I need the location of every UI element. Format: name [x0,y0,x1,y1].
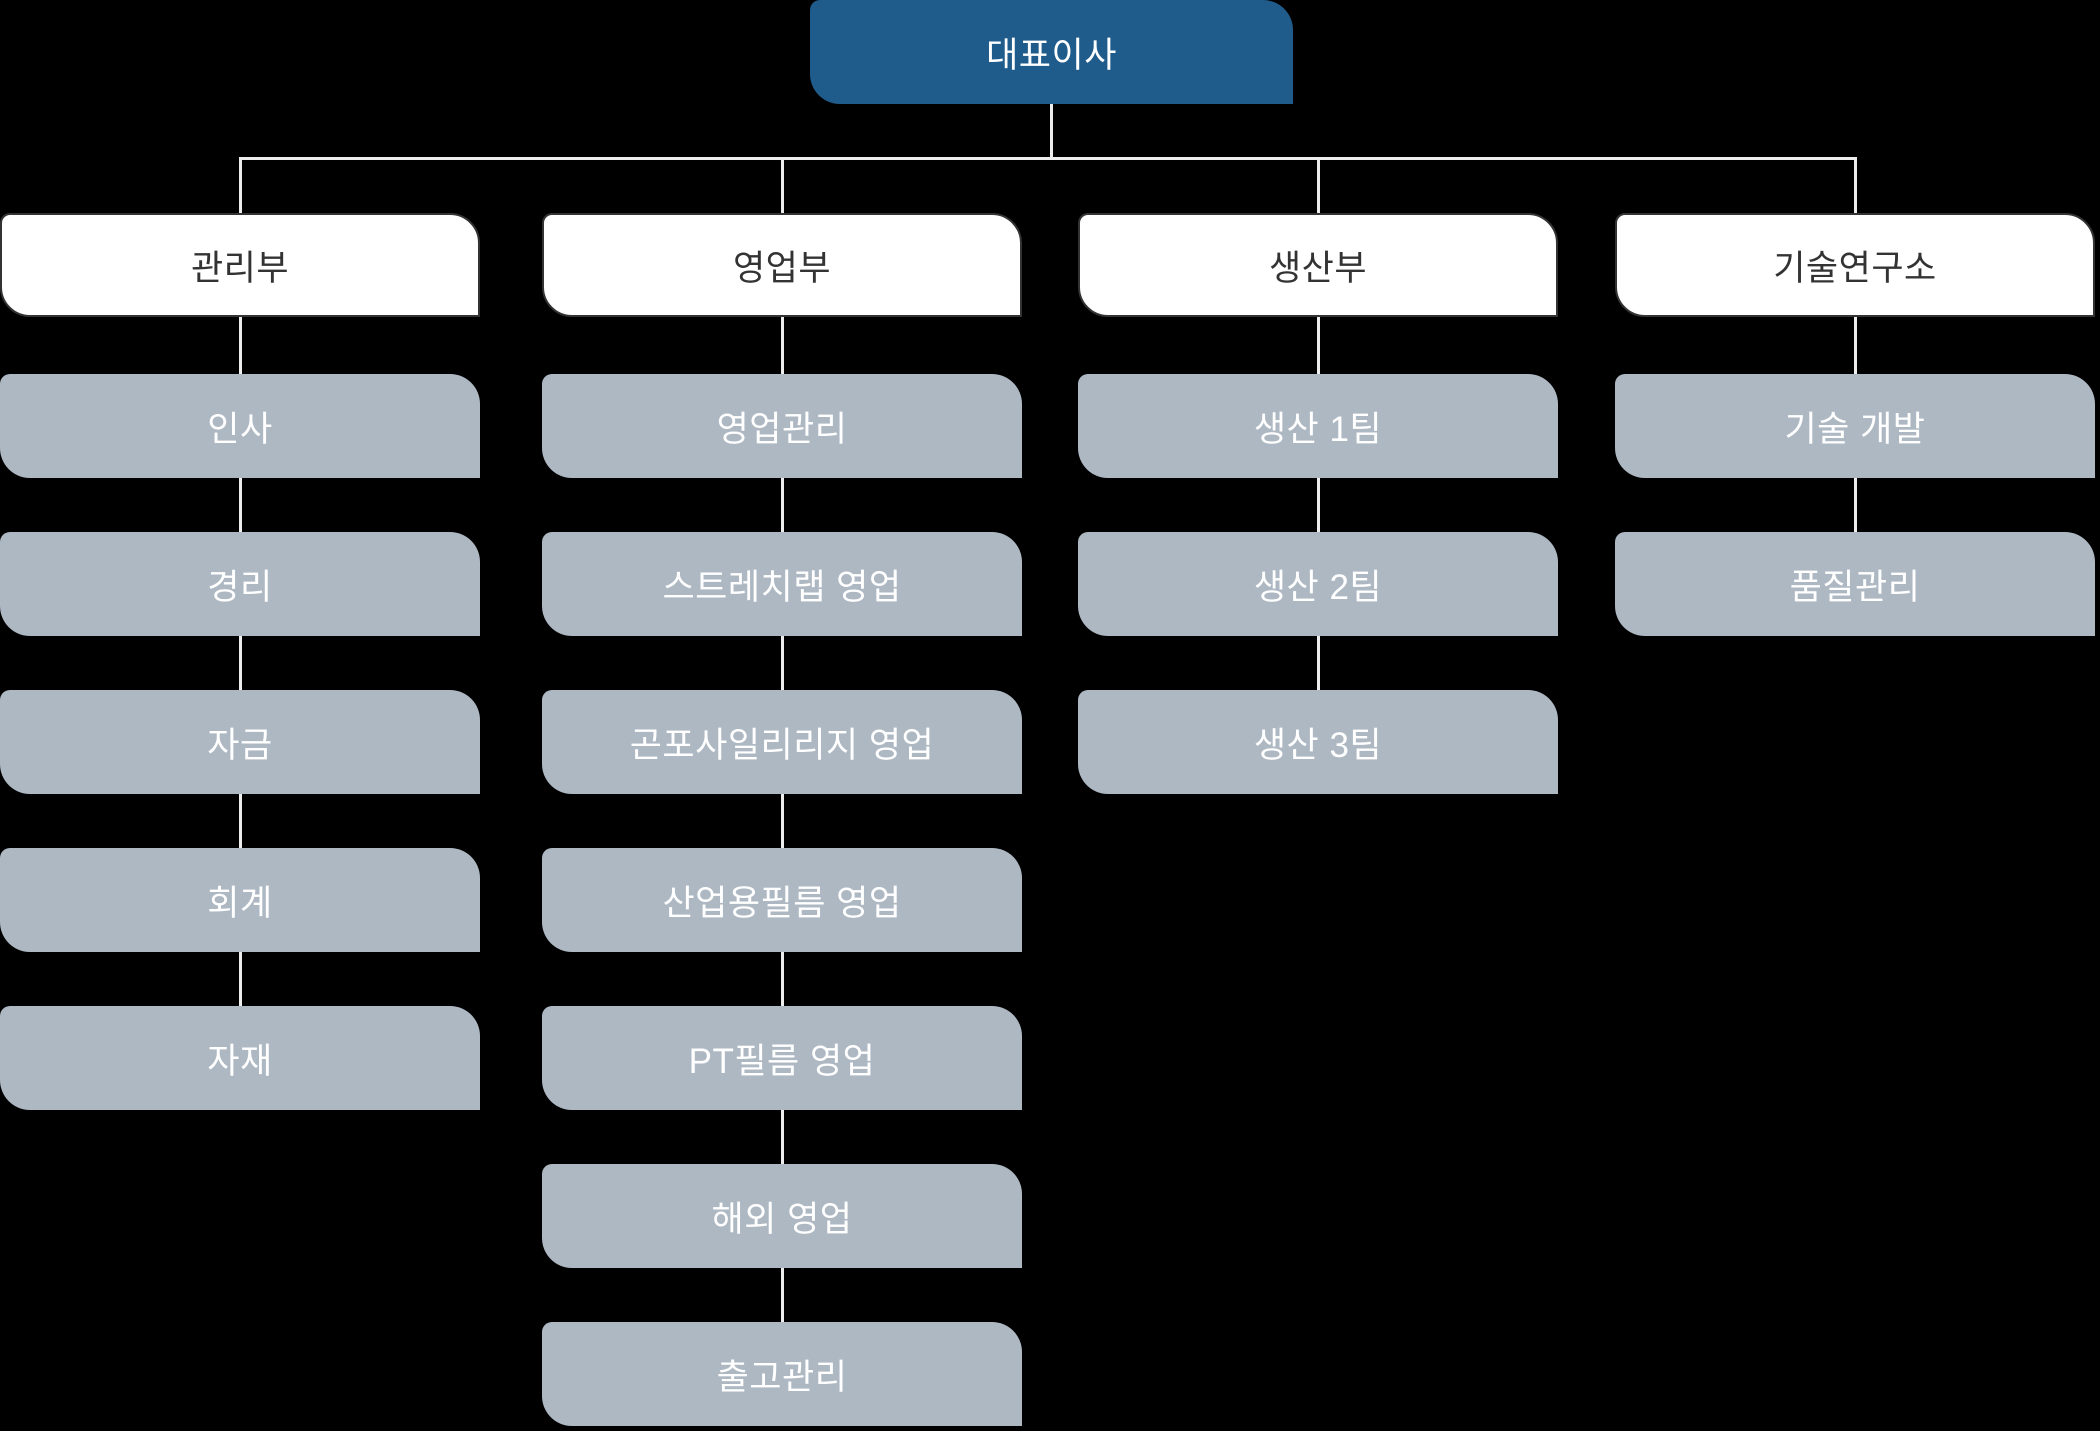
child-node-label: 자재 [207,1041,273,1081]
dept-node: 기술연구소 [1615,213,2095,317]
child-node: 인사 [0,374,480,478]
root-drop-line [1050,104,1053,160]
child-node: 자재 [0,1006,480,1110]
child-node: 생산 2팀 [1078,532,1558,636]
child-node-label: 산업용필름 영업 [662,883,902,923]
child-node-label: 회계 [207,883,273,923]
child-node-label: 경리 [207,567,273,607]
child-node: 자금 [0,690,480,794]
child-node-label: 해외 영업 [711,1199,853,1239]
child-node-label: 자금 [207,725,273,765]
child-node-label: PT필름 영업 [688,1041,876,1081]
child-node-label: 스트레치랩 영업 [662,567,902,607]
child-node-label: 곤포사일리리지 영업 [629,725,935,765]
column-spine-line [1853,157,1857,552]
dept-node: 생산부 [1078,213,1558,317]
child-node: 해외 영업 [542,1164,1022,1268]
child-node: 회계 [0,848,480,952]
child-node-label: 영업관리 [716,409,848,449]
child-node-label: 기술 개발 [1784,409,1926,449]
dept-node-label: 관리부 [190,248,290,288]
child-node: 곤포사일리리지 영업 [542,690,1022,794]
dept-node: 영업부 [542,213,1022,317]
child-node: PT필름 영업 [542,1006,1022,1110]
root-node-label: 대표이사 [986,35,1117,75]
child-node: 출고관리 [542,1322,1022,1426]
child-node-label: 생산 1팀 [1253,409,1383,449]
child-node: 품질관리 [1615,532,2095,636]
root-node: 대표이사 [810,0,1293,104]
child-node: 기술 개발 [1615,374,2095,478]
child-node-label: 인사 [207,409,273,449]
dept-node-label: 기술연구소 [1773,248,1937,288]
bus-line [240,157,1855,160]
child-node: 산업용필름 영업 [542,848,1022,952]
child-node-label: 품질관리 [1789,567,1921,607]
child-node-label: 생산 2팀 [1253,567,1383,607]
child-node-label: 생산 3팀 [1253,725,1383,765]
child-node: 영업관리 [542,374,1022,478]
child-node: 스트레치랩 영업 [542,532,1022,636]
dept-node-label: 생산부 [1268,248,1368,288]
dept-node: 관리부 [0,213,480,317]
child-node-label: 출고관리 [716,1357,848,1397]
child-node: 생산 3팀 [1078,690,1558,794]
dept-node-label: 영업부 [732,248,832,288]
child-node: 경리 [0,532,480,636]
child-node: 생산 1팀 [1078,374,1558,478]
